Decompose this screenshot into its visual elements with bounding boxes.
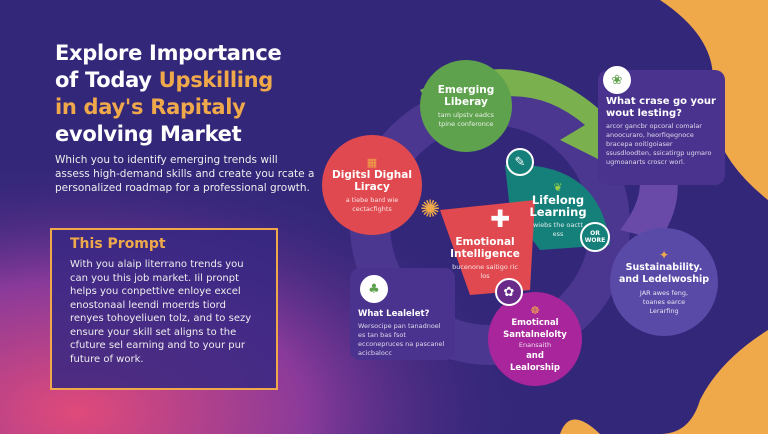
chat-icon: ✎: [506, 148, 534, 176]
title-line: Explore Importance: [55, 41, 282, 65]
node-sub: Enansaith: [518, 341, 552, 349]
more-badge: OR WORE: [580, 222, 610, 252]
hand-icon: ☸: [530, 304, 540, 317]
node-sub: tam ulpstv eadcs tpine conferonce: [438, 110, 494, 128]
intro-text: Which you to identify emerging trends wi…: [55, 154, 315, 194]
node-sustainability: ✦ Sustainability. and Ledelwoship JAR aw…: [610, 228, 718, 336]
plant-icon: ♣: [360, 275, 388, 303]
title-line: evolving Market: [55, 122, 242, 146]
title-highlight: Upskilling: [158, 68, 274, 92]
page-title: Explore Importance of Today Upskilling i…: [55, 40, 325, 148]
node-emotional-leadership: ☸ Emoticnal Santalnelolty Enansaith and …: [488, 292, 582, 386]
node-sub: a tiebe bard wie cectacfights: [345, 196, 399, 213]
title-line: of Today Upskilling: [55, 67, 325, 94]
card-body: Wersocipe pan tanadnoel es tan bas fsot …: [358, 322, 445, 357]
node-emotional: Emotional Intelligence bucenone saitigo …: [440, 228, 530, 288]
orange-blob-bottom: [660, 330, 768, 434]
node-sub: bucenone saitigo ric los: [452, 262, 518, 280]
node-sub: JAR awes feng, toanes earce Lerarfing: [639, 289, 689, 315]
node-emerging: Emerging Liberay tam ulpstv eadcs tpine …: [420, 60, 512, 152]
emotional-shape: [440, 200, 535, 295]
node-title: Lifelong Learning: [529, 193, 587, 219]
node-digital: ▦ Digitsl Dighal Liracy a tiebe bard wie…: [322, 135, 422, 235]
gear-icon: ✺: [420, 195, 441, 223]
digital-icon: ▦: [366, 156, 378, 169]
node-title: Sustainability. and Ledelwoship: [618, 262, 710, 285]
title-part: of Today: [55, 68, 159, 92]
prompt-title: This Prompt: [70, 236, 166, 252]
node-title: Digitsl Dighal Liracy: [332, 169, 412, 193]
orange-blob-small: [560, 419, 600, 434]
title-highlight: in day's Rapitaly: [55, 95, 246, 119]
card-title: What crase go your wout lesting?: [606, 96, 716, 119]
card-body: arcor gancbr opcoral comalar anoocuraro,…: [606, 122, 712, 166]
node-sub: wiebs the oactt ess: [532, 221, 584, 238]
node-lifelong: ❦ Lifelong Learning wiebs the oactt ess: [518, 180, 598, 240]
prompt-box: This Prompt With you alaip literrano tre…: [50, 228, 278, 390]
leaf-icon: ❦: [553, 181, 563, 194]
emotion-icon: ✿: [495, 278, 523, 306]
prompt-body: With you alaip literrano trends you can …: [70, 259, 252, 365]
brain-icon: ❀: [603, 66, 631, 94]
node-title: and Lealorship: [510, 351, 560, 373]
node-title: Emerging Liberay: [437, 83, 495, 108]
puzzle-icon: ✚: [490, 205, 511, 233]
card-title: What Lealelet?: [358, 309, 430, 319]
node-title: Emoticnal Santalnelolty: [503, 318, 567, 340]
node-title: Emotional Intelligence: [450, 235, 520, 260]
medal-icon: ✦: [658, 248, 670, 262]
